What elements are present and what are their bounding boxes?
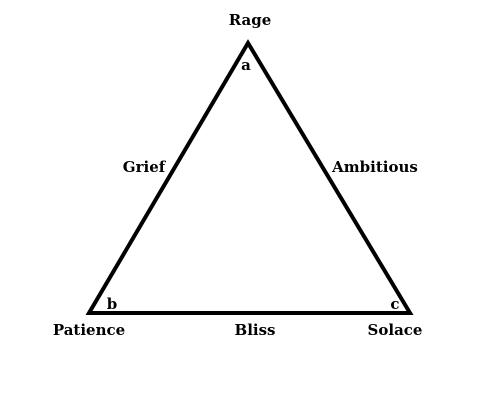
vertex-bottom-left-letter: b — [107, 295, 118, 313]
edge-left-label: Grief — [123, 158, 167, 176]
vertex-bottom-right-name: Solace — [368, 321, 423, 339]
vertex-top-letter: a — [241, 56, 251, 74]
edge-right-label: Ambitious — [331, 158, 418, 176]
vertex-bottom-right-letter: c — [390, 295, 399, 313]
vertex-bottom-left-name: Patience — [53, 321, 125, 339]
triangle-outline — [85, 39, 414, 315]
edge-bottom-label: Bliss — [235, 321, 276, 339]
vertex-top-name: Rage — [229, 11, 272, 29]
